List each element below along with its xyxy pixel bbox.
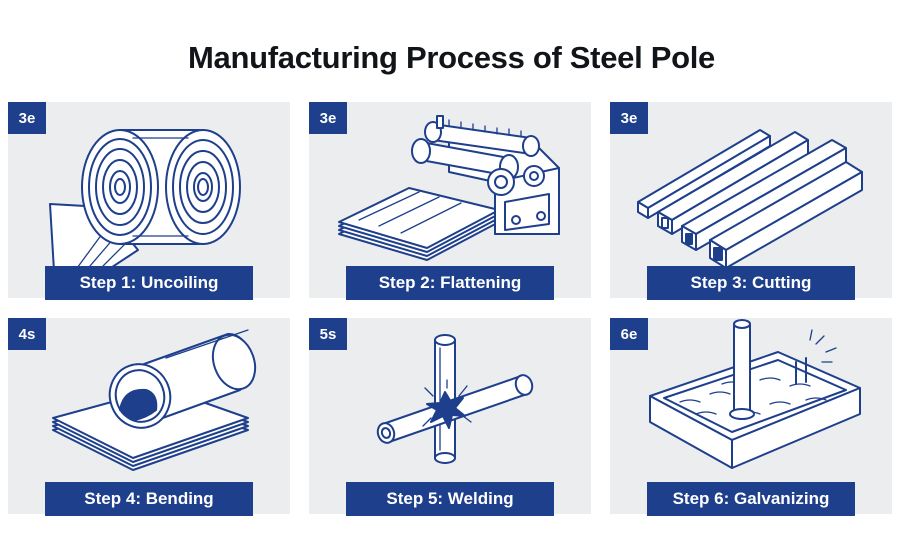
step-label: Step 1: Uncoiling <box>45 266 253 300</box>
step-panel-welding: 5s Step 5: Welding <box>309 318 591 516</box>
flattening-machine-icon <box>338 115 560 261</box>
step-badge: 3e <box>610 102 648 134</box>
step-panel-uncoiling: 3e Step 1: Uncoiling <box>8 102 290 300</box>
step-badge: 6e <box>610 318 648 350</box>
step-panel-bending: 4s Step 4: Bending <box>8 318 290 516</box>
step-label: Step 2: Flattening <box>346 266 554 300</box>
step-panel-cutting: 3e Step 3: Cutting <box>610 102 892 300</box>
step-label: Step 3: Cutting <box>647 266 855 300</box>
step-label: Step 6: Galvanizing <box>647 482 855 516</box>
step-label: Step 5: Welding <box>346 482 554 516</box>
step-panel-flattening: 3e Step 2: Flattening <box>309 102 591 300</box>
galvanizing-bath-icon <box>649 319 861 469</box>
page-title: Manufacturing Process of Steel Pole <box>188 40 715 75</box>
step-badge: 3e <box>309 102 347 134</box>
step-badge: 5s <box>309 318 347 350</box>
cut-steel-bars-icon <box>637 129 863 267</box>
step-badge: 4s <box>8 318 46 350</box>
step-panel-galvanizing: 6e Step 6: Galvanizing <box>610 318 892 516</box>
bent-tube-icon <box>52 329 257 471</box>
steel-coil-icon <box>49 129 241 267</box>
welding-joint-icon <box>376 334 534 464</box>
step-label: Step 4: Bending <box>45 482 253 516</box>
step-badge: 3e <box>8 102 46 134</box>
